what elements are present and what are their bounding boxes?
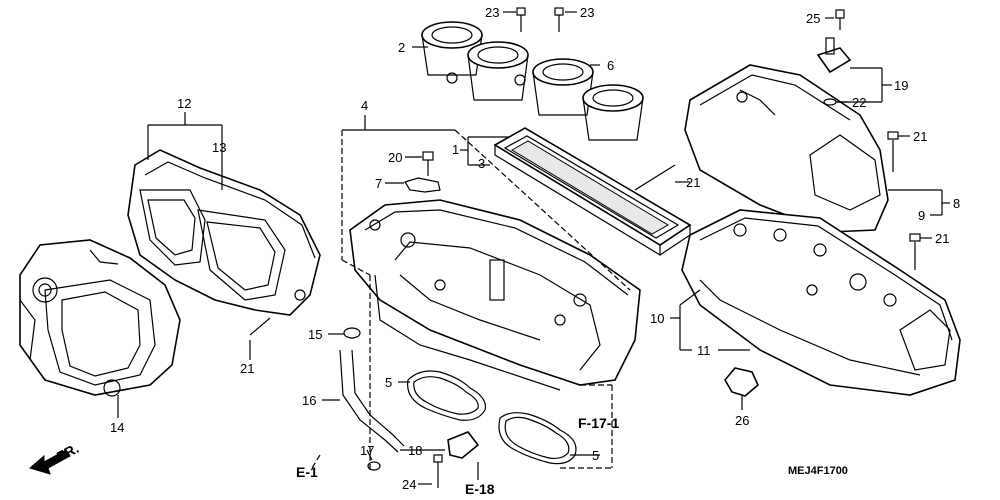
part-7-clamp bbox=[404, 177, 441, 193]
label-16: 16 bbox=[302, 393, 316, 408]
label-18: 18 bbox=[408, 443, 422, 458]
label-21-left: 21 bbox=[240, 361, 254, 376]
part-2-funnels bbox=[421, 21, 529, 101]
label-14: 14 bbox=[110, 420, 124, 435]
part-16-hose bbox=[339, 349, 405, 453]
label-13: 13 bbox=[212, 140, 226, 155]
callouts: 2 23 23 6 25 19 22 12 13 4 1 3 20 7 21 2… bbox=[110, 5, 960, 492]
label-11: 11 bbox=[697, 343, 711, 358]
label-17: 17 bbox=[360, 443, 374, 458]
front-direction-arrow: FR. bbox=[28, 440, 81, 475]
label-24: 24 bbox=[402, 477, 416, 492]
ref-e-18: E-18 bbox=[465, 481, 495, 497]
label-20: 20 bbox=[388, 150, 402, 165]
label-15: 15 bbox=[308, 327, 322, 342]
label-5-top: 5 bbox=[385, 375, 392, 390]
part-18-sensor bbox=[447, 431, 480, 459]
label-6: 6 bbox=[607, 58, 614, 73]
part-26-bracket bbox=[724, 367, 759, 397]
part-1-air-filter bbox=[493, 127, 692, 257]
label-7: 7 bbox=[375, 176, 382, 191]
label-2: 2 bbox=[398, 40, 405, 55]
label-19: 19 bbox=[894, 78, 908, 93]
label-12: 12 bbox=[177, 96, 191, 111]
part-4-air-cleaner-housing bbox=[349, 199, 641, 391]
ref-f-17-1: F-17-1 bbox=[578, 415, 619, 431]
label-21-top: 21 bbox=[686, 175, 700, 190]
part-12-intake-duct bbox=[127, 149, 321, 316]
part-10-case bbox=[681, 209, 961, 396]
label-4: 4 bbox=[361, 98, 368, 113]
label-23b: 23 bbox=[580, 5, 594, 20]
label-21-cover: 21 bbox=[913, 129, 927, 144]
label-25: 25 bbox=[806, 11, 820, 26]
part-6-funnels bbox=[532, 58, 644, 141]
reference-marks: E-1 E-18 F-17-1 bbox=[296, 415, 619, 497]
diagram-code: MEJ4F1700 bbox=[788, 465, 848, 477]
label-21-case: 21 bbox=[935, 231, 949, 246]
part-14-housing bbox=[19, 239, 181, 397]
part-20-bolt bbox=[422, 151, 434, 176]
label-9: 9 bbox=[918, 208, 925, 223]
part-19-sensor bbox=[816, 37, 852, 74]
part-23-screws bbox=[516, 7, 564, 32]
part-15-clamp bbox=[343, 327, 361, 339]
part-8-cover bbox=[684, 64, 889, 233]
label-23a: 23 bbox=[485, 5, 499, 20]
part-24-bolt bbox=[433, 454, 443, 488]
ref-e-1: E-1 bbox=[296, 464, 318, 480]
label-22: 22 bbox=[852, 95, 866, 110]
leader-lines bbox=[117, 11, 950, 485]
label-10: 10 bbox=[650, 311, 664, 326]
label-5-bottom: 5 bbox=[592, 448, 599, 463]
label-8: 8 bbox=[953, 196, 960, 211]
part-17-clip bbox=[367, 461, 381, 471]
label-1: 1 bbox=[452, 142, 459, 157]
label-26: 26 bbox=[735, 413, 749, 428]
label-3: 3 bbox=[478, 156, 485, 171]
part-25-bolt bbox=[835, 9, 845, 30]
